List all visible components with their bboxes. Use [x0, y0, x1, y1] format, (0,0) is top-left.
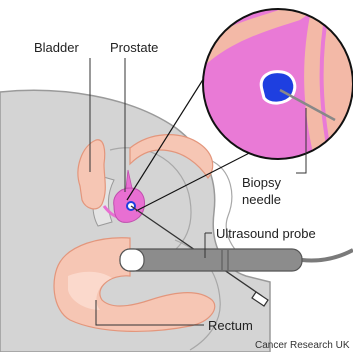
prostate-label: Prostate — [110, 40, 158, 55]
rectum-label: Rectum — [208, 318, 253, 333]
bladder-label: Bladder — [34, 40, 79, 55]
probe-cable — [302, 250, 353, 261]
ultrasound-probe-body — [120, 249, 302, 271]
magnified-target — [261, 72, 295, 103]
source-credit: Cancer Research UK — [255, 340, 349, 351]
ultrasound-probe-label: Ultrasound probe — [216, 226, 316, 241]
biopsy-needle-label-line1: Biopsy — [242, 175, 281, 190]
biopsy-needle-label-line2: needle — [242, 192, 281, 207]
ultrasound-probe-tip — [120, 249, 144, 271]
magnified-tissue-edge — [304, 6, 353, 166]
